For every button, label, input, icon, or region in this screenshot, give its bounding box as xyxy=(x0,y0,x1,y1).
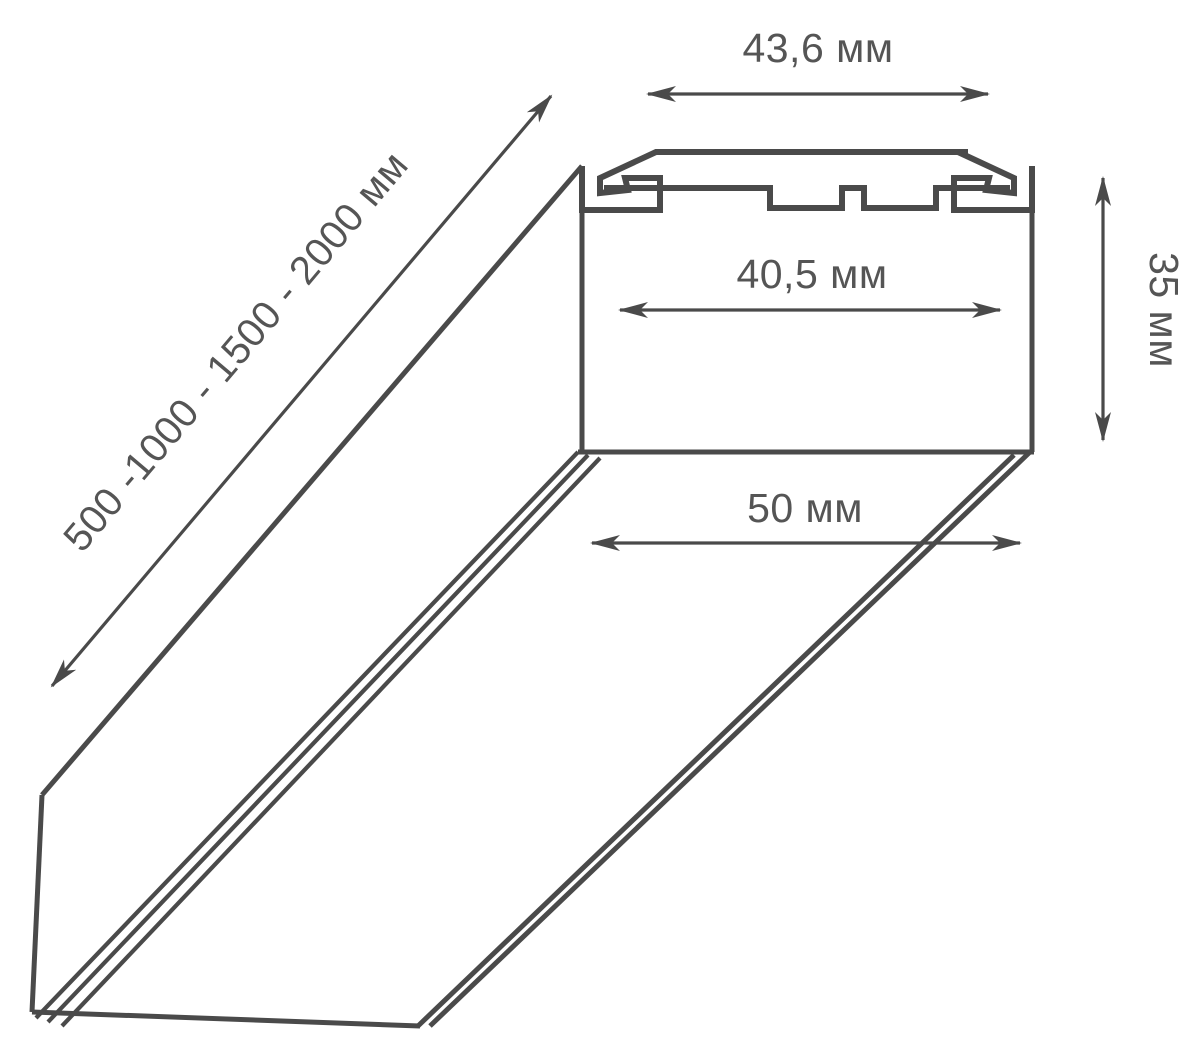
body-bottom-inner-edge-b xyxy=(46,453,590,1024)
dimension-length: 500 -1000 - 1500 - 2000 мм xyxy=(50,94,553,688)
profile-cross-section xyxy=(579,149,1035,213)
dim-label-35: 35 мм xyxy=(1141,252,1187,368)
dim-line-length xyxy=(50,94,553,688)
dimension-outer-width: 50 мм xyxy=(590,485,1022,551)
body-far-end-left-vertical xyxy=(29,794,45,1013)
profile-center-channels xyxy=(604,185,1010,211)
body-bottom-front-edge xyxy=(31,1009,421,1029)
dimension-top-width: 43,6 мм xyxy=(646,25,990,102)
dimension-height: 35 мм xyxy=(1095,176,1187,442)
body-bottom-inner-edge-a xyxy=(34,450,580,1020)
body-bottom-right-diagonal-outer xyxy=(428,450,1032,1028)
dim-label-43-6: 43,6 мм xyxy=(742,25,893,71)
profile-right-wing xyxy=(951,149,1035,213)
profile-left-wing xyxy=(579,149,968,213)
dim-label-length: 500 -1000 - 1500 - 2000 мм xyxy=(55,143,417,560)
dim-label-50: 50 мм xyxy=(747,485,863,531)
dim-label-40-5: 40,5 мм xyxy=(736,251,887,297)
dimension-inner-width: 40,5 мм xyxy=(618,251,1002,318)
